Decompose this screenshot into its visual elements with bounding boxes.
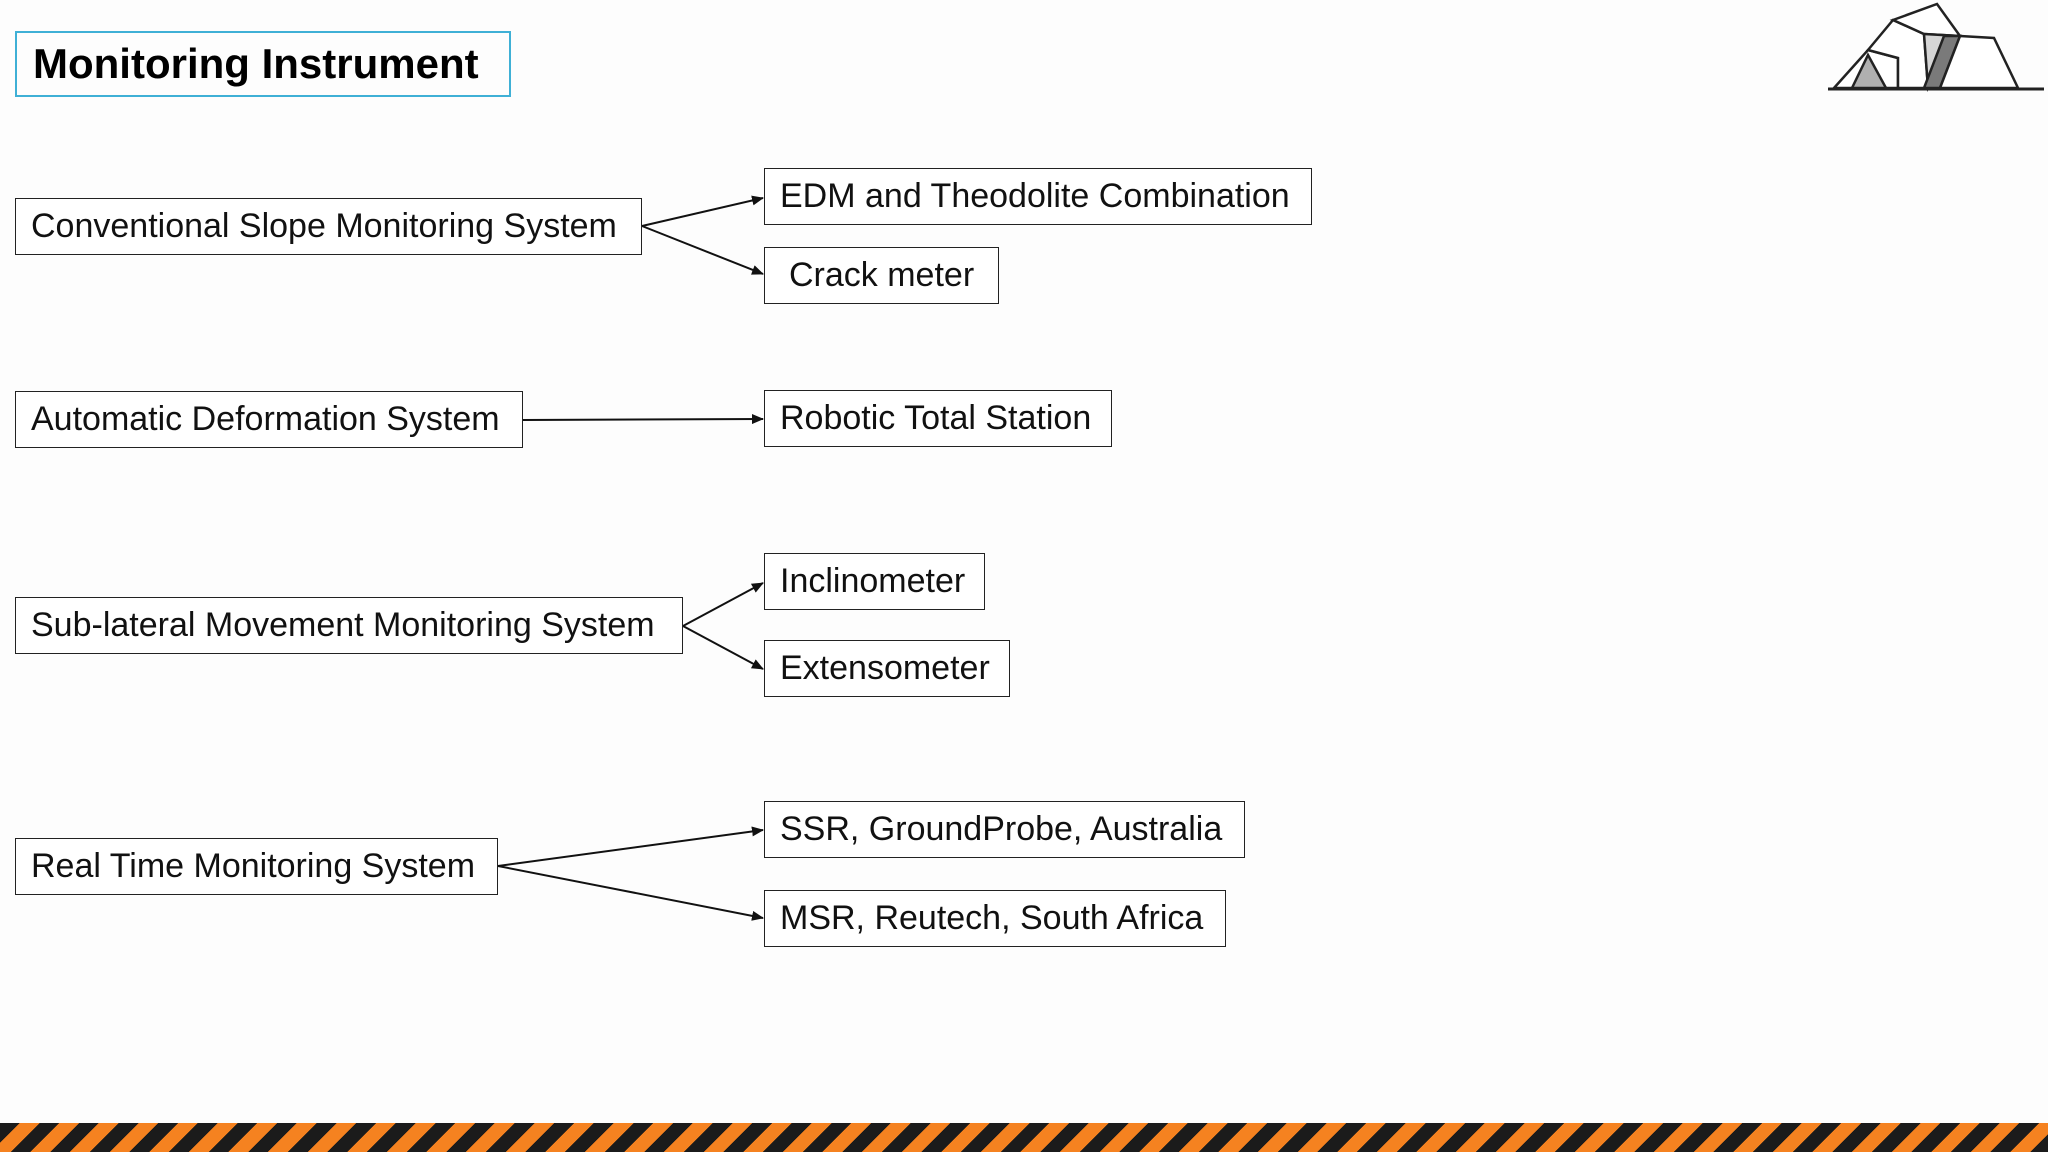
instrument-msr-reutech: MSR, Reutech, South Africa xyxy=(764,890,1226,947)
instrument-robotic-total-station: Robotic Total Station xyxy=(764,390,1112,447)
arrow-conventional-to-crack-meter xyxy=(641,225,764,275)
instrument-inclinometer: Inclinometer xyxy=(764,553,985,610)
arrow-realtime-to-ssr xyxy=(497,826,764,867)
hazard-stripe-footer xyxy=(0,1123,2048,1152)
arrow-sublateral-to-extensometer xyxy=(682,625,764,670)
slide-title: Monitoring Instrument xyxy=(15,31,511,97)
instrument-crack-meter: Crack meter xyxy=(764,247,999,304)
category-real-time-monitoring: Real Time Monitoring System xyxy=(15,838,498,895)
arrow-realtime-to-msr xyxy=(497,865,764,921)
instrument-ssr-groundprobe: SSR, GroundProbe, Australia xyxy=(764,801,1245,858)
arrow-automatic-to-robotic xyxy=(522,414,764,425)
category-automatic-deformation: Automatic Deformation System xyxy=(15,391,523,448)
arrow-sublateral-to-inclinometer xyxy=(682,582,764,627)
category-sub-lateral-movement-monitoring: Sub-lateral Movement Monitoring System xyxy=(15,597,683,654)
instrument-extensometer: Extensometer xyxy=(764,640,1010,697)
instrument-edm-theodolite: EDM and Theodolite Combination xyxy=(764,168,1312,225)
mountain-logo-icon xyxy=(1828,2,2044,92)
arrow-conventional-to-edm xyxy=(641,195,764,227)
category-conventional-slope-monitoring: Conventional Slope Monitoring System xyxy=(15,198,642,255)
